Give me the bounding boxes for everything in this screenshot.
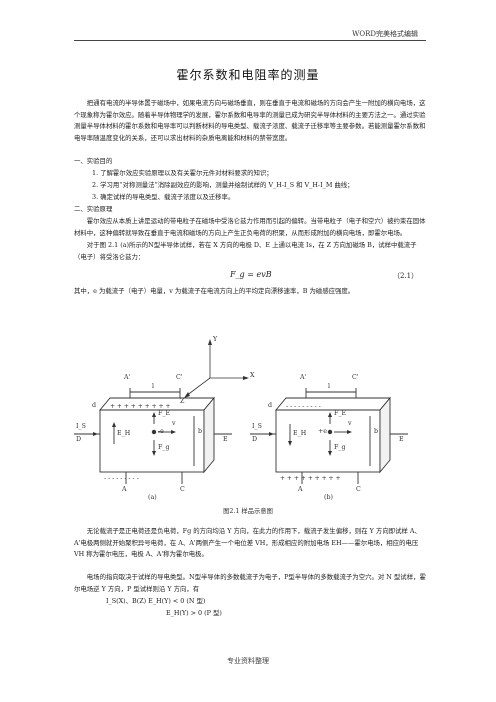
subfigure-b-label: (b) [324, 494, 333, 501]
coordinate-axes [184, 339, 249, 398]
sample-a-box [74, 388, 232, 484]
deflection-paragraph: 无论载流子是正电荷还是负电荷，Fg 的方向均沿 Y 方向，在此力的作用下，载流子… [74, 527, 421, 559]
sample-b-minus-signs: - - - - - - - - - [286, 403, 321, 410]
label-a-c-prime: C' [176, 374, 183, 381]
axis-y-label: Y [213, 336, 218, 343]
equation-lorentz: F_g = evB [230, 270, 272, 279]
label-a-charge: -e [158, 428, 164, 435]
label-a-electrode-e: E [223, 436, 228, 443]
equation-number: （2.1） [393, 272, 419, 280]
label-b-eh: E_H [293, 430, 307, 437]
label-a-electrode-d: D [76, 436, 82, 443]
aim-item-2: 2. 学习用“对称测量法”消除副效应的影响，测量并绘制试样的 V_H-I_S 和… [92, 181, 354, 189]
label-b-c-prime: C' [352, 374, 359, 381]
sample-a-plus-signs: + + + + + + + + + [110, 403, 171, 410]
label-a-velocity: v [172, 420, 176, 427]
intro-paragraph: 把通有电流的半导体置于磁场中，如果电流方向与磁场垂直，则在垂直于电流和磁场的方向… [74, 99, 426, 143]
label-a-fe: F_E [158, 410, 171, 417]
subfigure-a-label: (a) [148, 494, 157, 501]
aim-item-1: 1. 了解霍尔效应实验原理以及有关霍尔元件对材料要求的知识； [92, 169, 273, 177]
label-b-current: I_S [252, 423, 262, 430]
page-footer: 专业资料整理 [227, 657, 269, 665]
label-b-electrode-d: D [252, 436, 258, 443]
principle-paragraph: 霍尔效应从本质上讲是运动的带电粒子在磁场中受洛仑兹力作用而引起的偏转。当带电粒子… [74, 217, 426, 237]
label-b-fg: F_g [334, 444, 346, 451]
relation-p-type: E_H(Y) > 0 (P 型) [166, 609, 222, 617]
axis-x-label: X [250, 372, 255, 379]
axis-z-label: Z [180, 398, 185, 405]
label-a-thickness: d [92, 402, 97, 409]
sample-b-box [250, 388, 408, 484]
label-b-electrode-e: E [399, 436, 404, 443]
label-b-fe: F_E [334, 410, 347, 417]
field-direction-paragraph: 电场的指向取决于试样的导电类型。N型半导体的多数载流子为电子，P型半导体的多数载… [74, 573, 426, 593]
sample-a-minus-signs: - - - - - - - - - [104, 475, 139, 482]
label-b-charge: +e [318, 428, 328, 435]
header-rule [74, 40, 426, 41]
label-a-current: I_S [76, 423, 86, 430]
label-b-thickness: d [268, 402, 273, 409]
sample-paragraph: 对于图 2.1 (a)所示的N型半导体试样，若在 X 方向的电极 D、E 上通以… [74, 241, 417, 261]
sample-b-marks [269, 412, 352, 456]
relation-n-type: I_S(X)、B(Z) E_H(Y) < 0 (N 型) [106, 597, 206, 605]
sample-b-plus-signs: + + + + + + + + + [280, 475, 341, 482]
section-heading-principle: 二、实验原理 [74, 205, 113, 213]
label-b-c: C [356, 486, 361, 493]
label-a-length: l [152, 383, 155, 390]
sample-diagram: + + + + + + + + + - - - - - - - - - - - … [74, 339, 408, 484]
label-b-a: A [298, 486, 303, 493]
page-header: WORD完美格式编辑 [352, 30, 418, 38]
label-b-width: b [374, 428, 379, 435]
sample-a-marks [93, 412, 176, 456]
document-title: 霍尔系数和电阻率的测量 [176, 68, 320, 82]
aim-item-3: 3. 确定试样的导电类型、载流子浓度以及迁移率。 [92, 193, 235, 201]
label-a-eh: E_H [117, 430, 131, 437]
label-a-c: C [180, 486, 185, 493]
label-b-length: l [328, 383, 331, 390]
label-a-fg: F_g [158, 444, 170, 451]
label-a-a-prime: A' [124, 374, 131, 381]
figure-caption: 图2.1 样品示意图 [223, 508, 273, 515]
symbol-explanation: 其中，e 为载流子（电子）电量，v 为载流子在电流方向上的平均定向漂移速率，B … [74, 287, 355, 295]
label-a-width: b [198, 428, 203, 435]
label-a-a: A [122, 486, 127, 493]
label-b-velocity: v [348, 420, 352, 427]
label-b-a-prime: A' [300, 374, 307, 381]
section-heading-aims: 一、实验目的 [74, 157, 113, 165]
